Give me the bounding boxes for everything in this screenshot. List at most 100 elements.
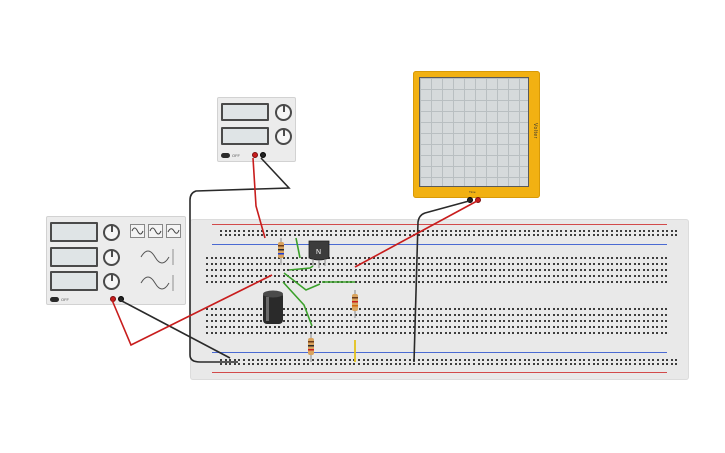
breadboard-hole[interactable] (602, 269, 604, 271)
breadboard-hole[interactable] (566, 332, 568, 334)
breadboard-hole[interactable] (314, 320, 316, 322)
breadboard-hole[interactable] (309, 269, 312, 271)
breadboard-hole[interactable] (417, 359, 420, 361)
breadboard-hole[interactable] (422, 332, 424, 334)
breadboard-hole[interactable] (579, 332, 582, 334)
breadboard-hole[interactable] (341, 314, 343, 316)
breadboard-hole[interactable] (359, 269, 361, 271)
breadboard-hole[interactable] (404, 359, 406, 361)
breadboard-hole[interactable] (305, 263, 307, 265)
breadboard-hole[interactable] (284, 359, 286, 361)
breadboard-hole[interactable] (431, 269, 433, 271)
breadboard-hole[interactable] (476, 320, 478, 322)
breadboard-hole[interactable] (602, 275, 604, 277)
breadboard-hole[interactable] (238, 359, 240, 361)
breadboard-hole[interactable] (238, 230, 240, 232)
breadboard-hole[interactable] (353, 234, 355, 236)
breadboard-hole[interactable] (381, 326, 384, 328)
breadboard-hole[interactable] (408, 269, 411, 271)
breadboard-hole[interactable] (260, 314, 262, 316)
breadboard-hole[interactable] (341, 269, 343, 271)
breadboard-hole[interactable] (341, 257, 343, 259)
breadboard-hole[interactable] (534, 281, 537, 283)
breadboard-hole[interactable] (296, 257, 298, 259)
breadboard-hole[interactable] (620, 363, 622, 365)
breadboard-hole[interactable] (660, 269, 663, 271)
breadboard-hole[interactable] (638, 326, 640, 328)
breadboard-hole[interactable] (620, 230, 622, 232)
breadboard-hole[interactable] (485, 281, 487, 283)
breadboard-hole[interactable] (431, 332, 433, 334)
breadboard-hole[interactable] (629, 257, 631, 259)
breadboard-hole[interactable] (390, 359, 392, 361)
breadboard-hole[interactable] (289, 359, 291, 361)
breadboard-hole[interactable] (372, 257, 375, 259)
breadboard-hole[interactable] (615, 332, 618, 334)
breadboard-hole[interactable] (445, 234, 447, 236)
breadboard-hole[interactable] (569, 363, 572, 365)
breadboard-hole[interactable] (224, 281, 226, 283)
breadboard-hole[interactable] (363, 314, 366, 316)
breadboard-hole[interactable] (243, 363, 245, 365)
breadboard-hole[interactable] (471, 320, 474, 322)
breadboard-hole[interactable] (242, 263, 244, 265)
breadboard-hole[interactable] (386, 275, 388, 277)
breadboard-hole[interactable] (350, 332, 352, 334)
breadboard-hole[interactable] (291, 320, 294, 322)
breadboard-hole[interactable] (309, 275, 312, 277)
breadboard-hole[interactable] (476, 257, 478, 259)
breadboard-hole[interactable] (228, 257, 231, 259)
breadboard-hole[interactable] (579, 269, 582, 271)
breadboard-hole[interactable] (339, 363, 342, 365)
breadboard-hole[interactable] (444, 308, 447, 310)
breadboard-hole[interactable] (647, 281, 649, 283)
breadboard-hole[interactable] (500, 363, 503, 365)
breadboard-hole[interactable] (647, 359, 650, 361)
breadboard-hole[interactable] (606, 257, 609, 259)
breadboard-hole[interactable] (498, 326, 501, 328)
breadboard-hole[interactable] (468, 230, 470, 232)
breadboard-hole[interactable] (512, 314, 514, 316)
breadboard-hole[interactable] (219, 332, 222, 334)
breadboard-hole[interactable] (657, 363, 659, 365)
breadboard-hole[interactable] (247, 230, 250, 232)
breadboard-hole[interactable] (363, 332, 366, 334)
breadboard-hole[interactable] (521, 263, 523, 265)
breadboard-hole[interactable] (305, 269, 307, 271)
breadboard-hole[interactable] (629, 359, 631, 361)
breadboard-hole[interactable] (552, 326, 555, 328)
breadboard-hole[interactable] (237, 320, 240, 322)
breadboard-hole[interactable] (363, 275, 366, 277)
breadboard-hole[interactable] (494, 308, 496, 310)
breadboard-hole[interactable] (458, 281, 460, 283)
breadboard-hole[interactable] (597, 359, 599, 361)
sine-icon[interactable] (130, 224, 145, 238)
breadboard-hole[interactable] (368, 269, 370, 271)
breadboard-hole[interactable] (651, 257, 654, 259)
breadboard-hole[interactable] (422, 234, 424, 236)
breadboard-hole[interactable] (381, 234, 383, 236)
breadboard-hole[interactable] (348, 363, 351, 365)
breadboard-hole[interactable] (246, 263, 249, 265)
breadboard-hole[interactable] (660, 320, 663, 322)
breadboard-hole[interactable] (575, 281, 577, 283)
breadboard-hole[interactable] (413, 257, 415, 259)
breadboard-hole[interactable] (233, 359, 236, 361)
breadboard-hole[interactable] (206, 314, 208, 316)
breadboard-hole[interactable] (440, 275, 442, 277)
breadboard-hole[interactable] (215, 257, 217, 259)
breadboard-hole[interactable] (224, 326, 226, 328)
breadboard-hole[interactable] (323, 314, 325, 316)
breadboard-hole[interactable] (656, 326, 658, 328)
breadboard-hole[interactable] (525, 269, 528, 271)
breadboard-hole[interactable] (229, 363, 231, 365)
breadboard-hole[interactable] (251, 308, 253, 310)
breadboard-hole[interactable] (476, 314, 478, 316)
breadboard-hole[interactable] (336, 257, 339, 259)
breadboard-hole[interactable] (350, 326, 352, 328)
breadboard-hole[interactable] (633, 314, 636, 316)
breadboard-hole[interactable] (219, 269, 222, 271)
breadboard-hole[interactable] (652, 363, 654, 365)
breadboard-hole[interactable] (542, 359, 544, 361)
breadboard-hole[interactable] (336, 269, 339, 271)
